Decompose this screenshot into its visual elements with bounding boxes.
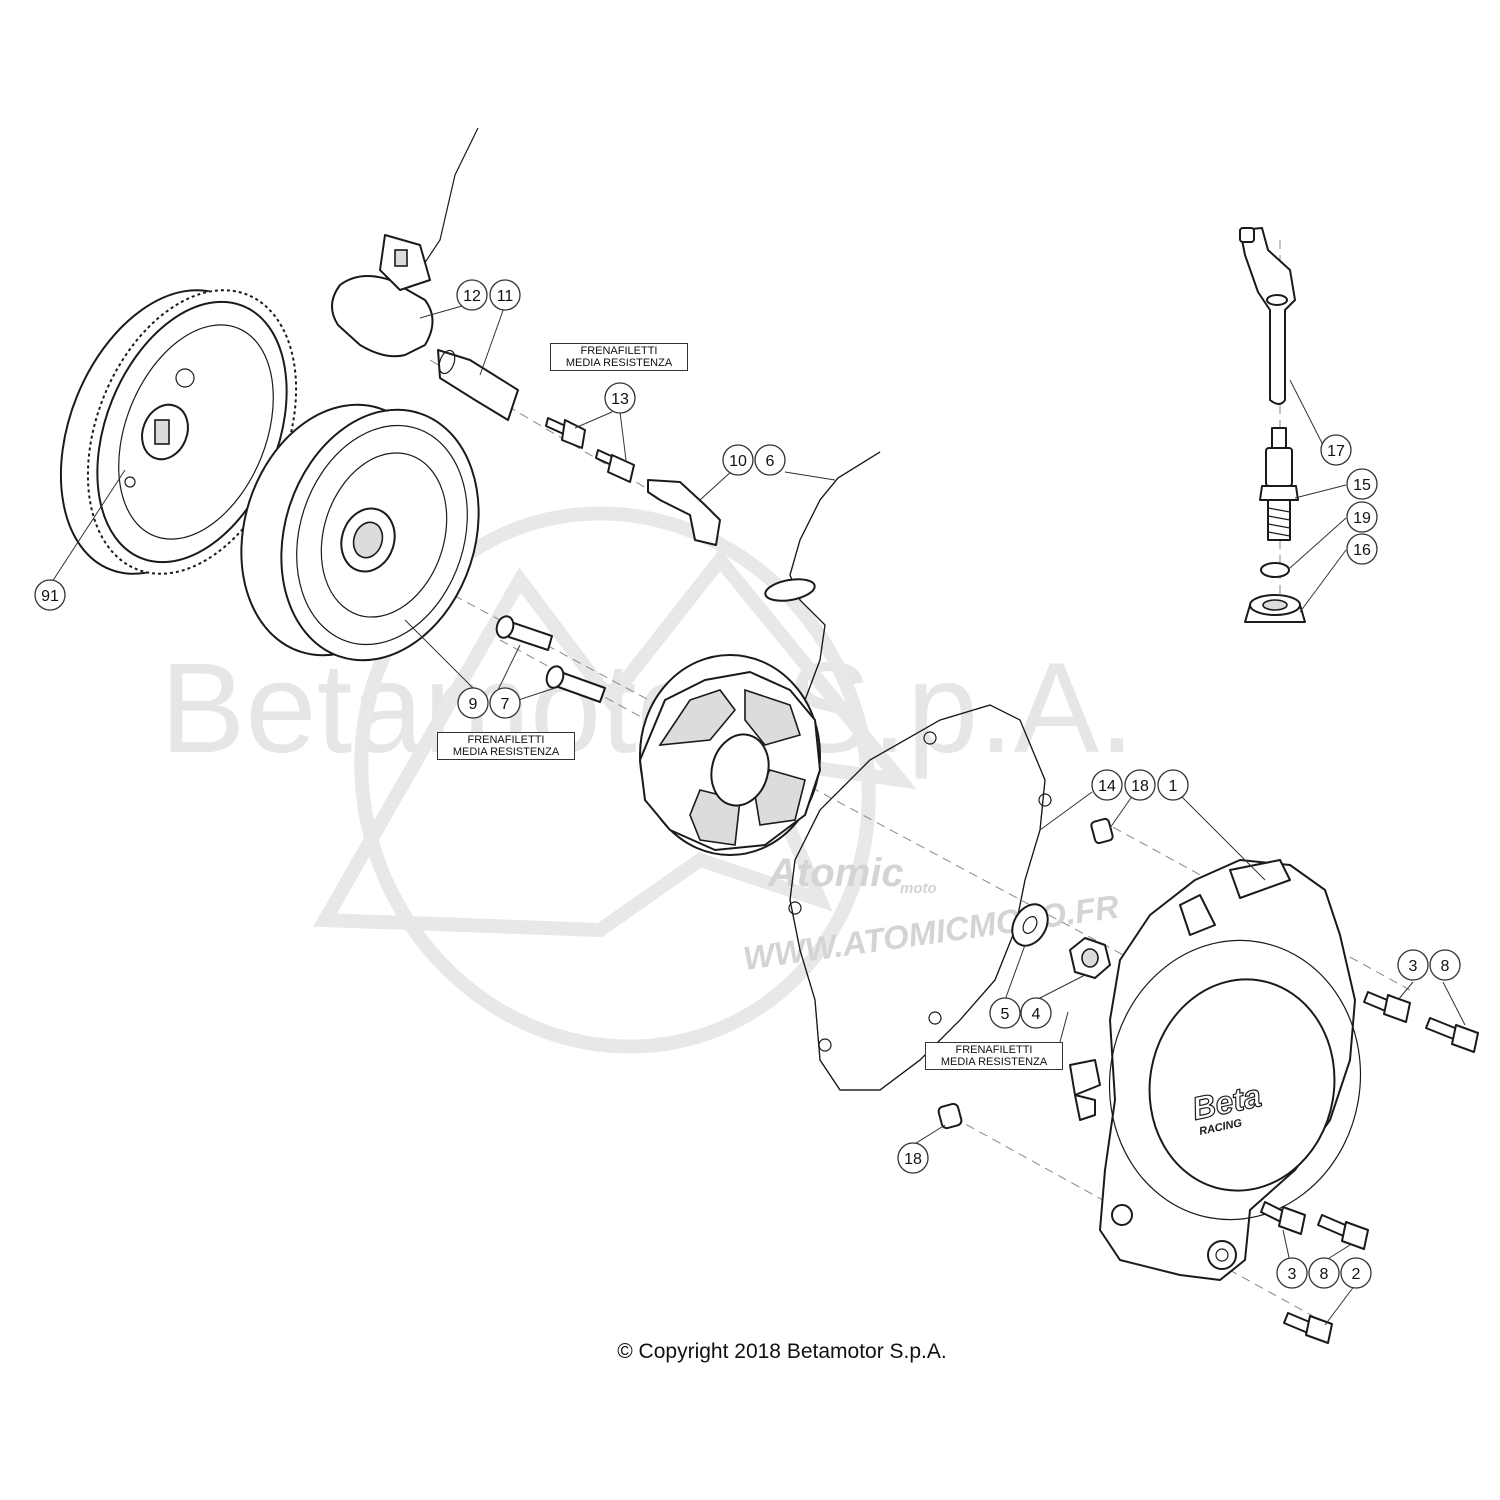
svg-text:3: 3 [1409,958,1418,975]
threadlocker-note-7: FRENAFILETTI MEDIA RESISTENZA [437,732,575,760]
svg-text:18: 18 [904,1151,922,1168]
svg-text:10: 10 [729,453,747,470]
cover-gasket [788,704,1052,1091]
callout-16: 16 [1346,533,1378,565]
svg-text:8: 8 [1320,1266,1329,1283]
part-9-flywheel-rotor [240,403,480,662]
threadlocker-note-4: FRENAFILETTI MEDIA RESISTENZA [925,1042,1063,1070]
part-4-nut [1069,937,1111,979]
callout-4: 4 [1020,997,1052,1029]
svg-text:7: 7 [501,696,510,713]
svg-text:3: 3 [1288,1266,1297,1283]
callout-14: 14 [1091,769,1123,801]
callout-19: 19 [1346,501,1378,533]
svg-text:6: 6 [766,453,775,470]
callout-18-lower: 18 [897,1142,929,1174]
copyright-notice: © Copyright 2018 Betamotor S.p.A. [617,1340,947,1363]
callout-3-lower: 3 [1276,1257,1308,1289]
callout-91: 91 [34,579,66,611]
callout-10: 10 [722,444,754,476]
callout-7: 7 [489,687,521,719]
threadlocker-note-13: FRENAFILETTI MEDIA RESISTENZA [550,343,688,371]
callout-3-upper: 3 [1397,949,1429,981]
svg-text:17: 17 [1327,443,1345,460]
part-7-screws [495,615,606,703]
part-12-pickup-sensor [331,127,479,358]
note-line-1: FRENAFILETTI [467,734,545,746]
callout-6: 6 [754,444,786,476]
note-line-2: MEDIA RESISTENZA [940,1056,1048,1068]
part-6-stator [639,451,881,856]
watermark-ring [354,506,876,1054]
part-15-spark-plug [1259,427,1299,541]
svg-text:18: 18 [1131,778,1149,795]
part-19-o-ring [1260,562,1290,578]
cover-logo-brand: Beta [1189,1077,1264,1127]
svg-text:11: 11 [497,288,514,305]
callout-18-upper: 18 [1124,769,1156,801]
part-16-plug-seal [1244,594,1306,623]
svg-text:9: 9 [469,696,478,713]
callout-9: 9 [457,687,489,719]
svg-text:16: 16 [1353,542,1371,559]
leader-lines [49,304,1466,1326]
svg-text:2: 2 [1352,1266,1361,1283]
part-5-washer [1011,903,1049,947]
svg-text:8: 8 [1441,958,1450,975]
callout-8-lower: 8 [1308,1257,1340,1289]
note-line-2: MEDIA RESISTENZA [452,746,560,758]
callout-12: 12 [456,279,488,311]
callout-17: 17 [1320,434,1352,466]
svg-text:5: 5 [1001,1006,1010,1023]
svg-text:15: 15 [1353,477,1371,494]
callout-5: 5 [989,997,1021,1029]
callout-2: 2 [1340,1257,1372,1289]
part-11-sensor-bracket [437,349,519,421]
note-line-1: FRENAFILETTI [955,1044,1033,1056]
svg-text:14: 14 [1098,778,1116,795]
bolts-3-8-2 [1260,991,1479,1344]
note-line-1: FRENAFILETTI [580,345,658,357]
svg-text:91: 91 [41,588,59,605]
part-13-screws [545,417,635,483]
watermark-mountain-logo [313,548,917,938]
part-10-cable-clip [647,479,721,546]
callout-11: 11 [489,279,521,311]
watermark-brand-sub: moto [900,880,937,897]
svg-text:12: 12 [463,288,481,305]
part-1-ignition-cover: Beta RACING [1069,859,1362,1281]
part-14-dowel [1090,817,1114,845]
svg-text:19: 19 [1353,510,1371,527]
callout-13: 13 [604,382,636,414]
part-17-plug-cap [1239,227,1296,405]
callout-15: 15 [1346,468,1378,500]
callout-8-upper: 8 [1429,949,1461,981]
watermark-url: WWW.ATOMICMOTO.FR [741,888,1121,977]
svg-text:1: 1 [1169,778,1178,795]
part-91-starter-ring-gear [59,289,298,575]
watermark-brand: Atomic [767,851,904,895]
svg-text:4: 4 [1032,1006,1041,1023]
part-18-dowel-lower [937,1102,963,1130]
callout-1: 1 [1157,769,1189,801]
svg-text:13: 13 [611,391,629,408]
note-line-2: MEDIA RESISTENZA [565,357,673,369]
